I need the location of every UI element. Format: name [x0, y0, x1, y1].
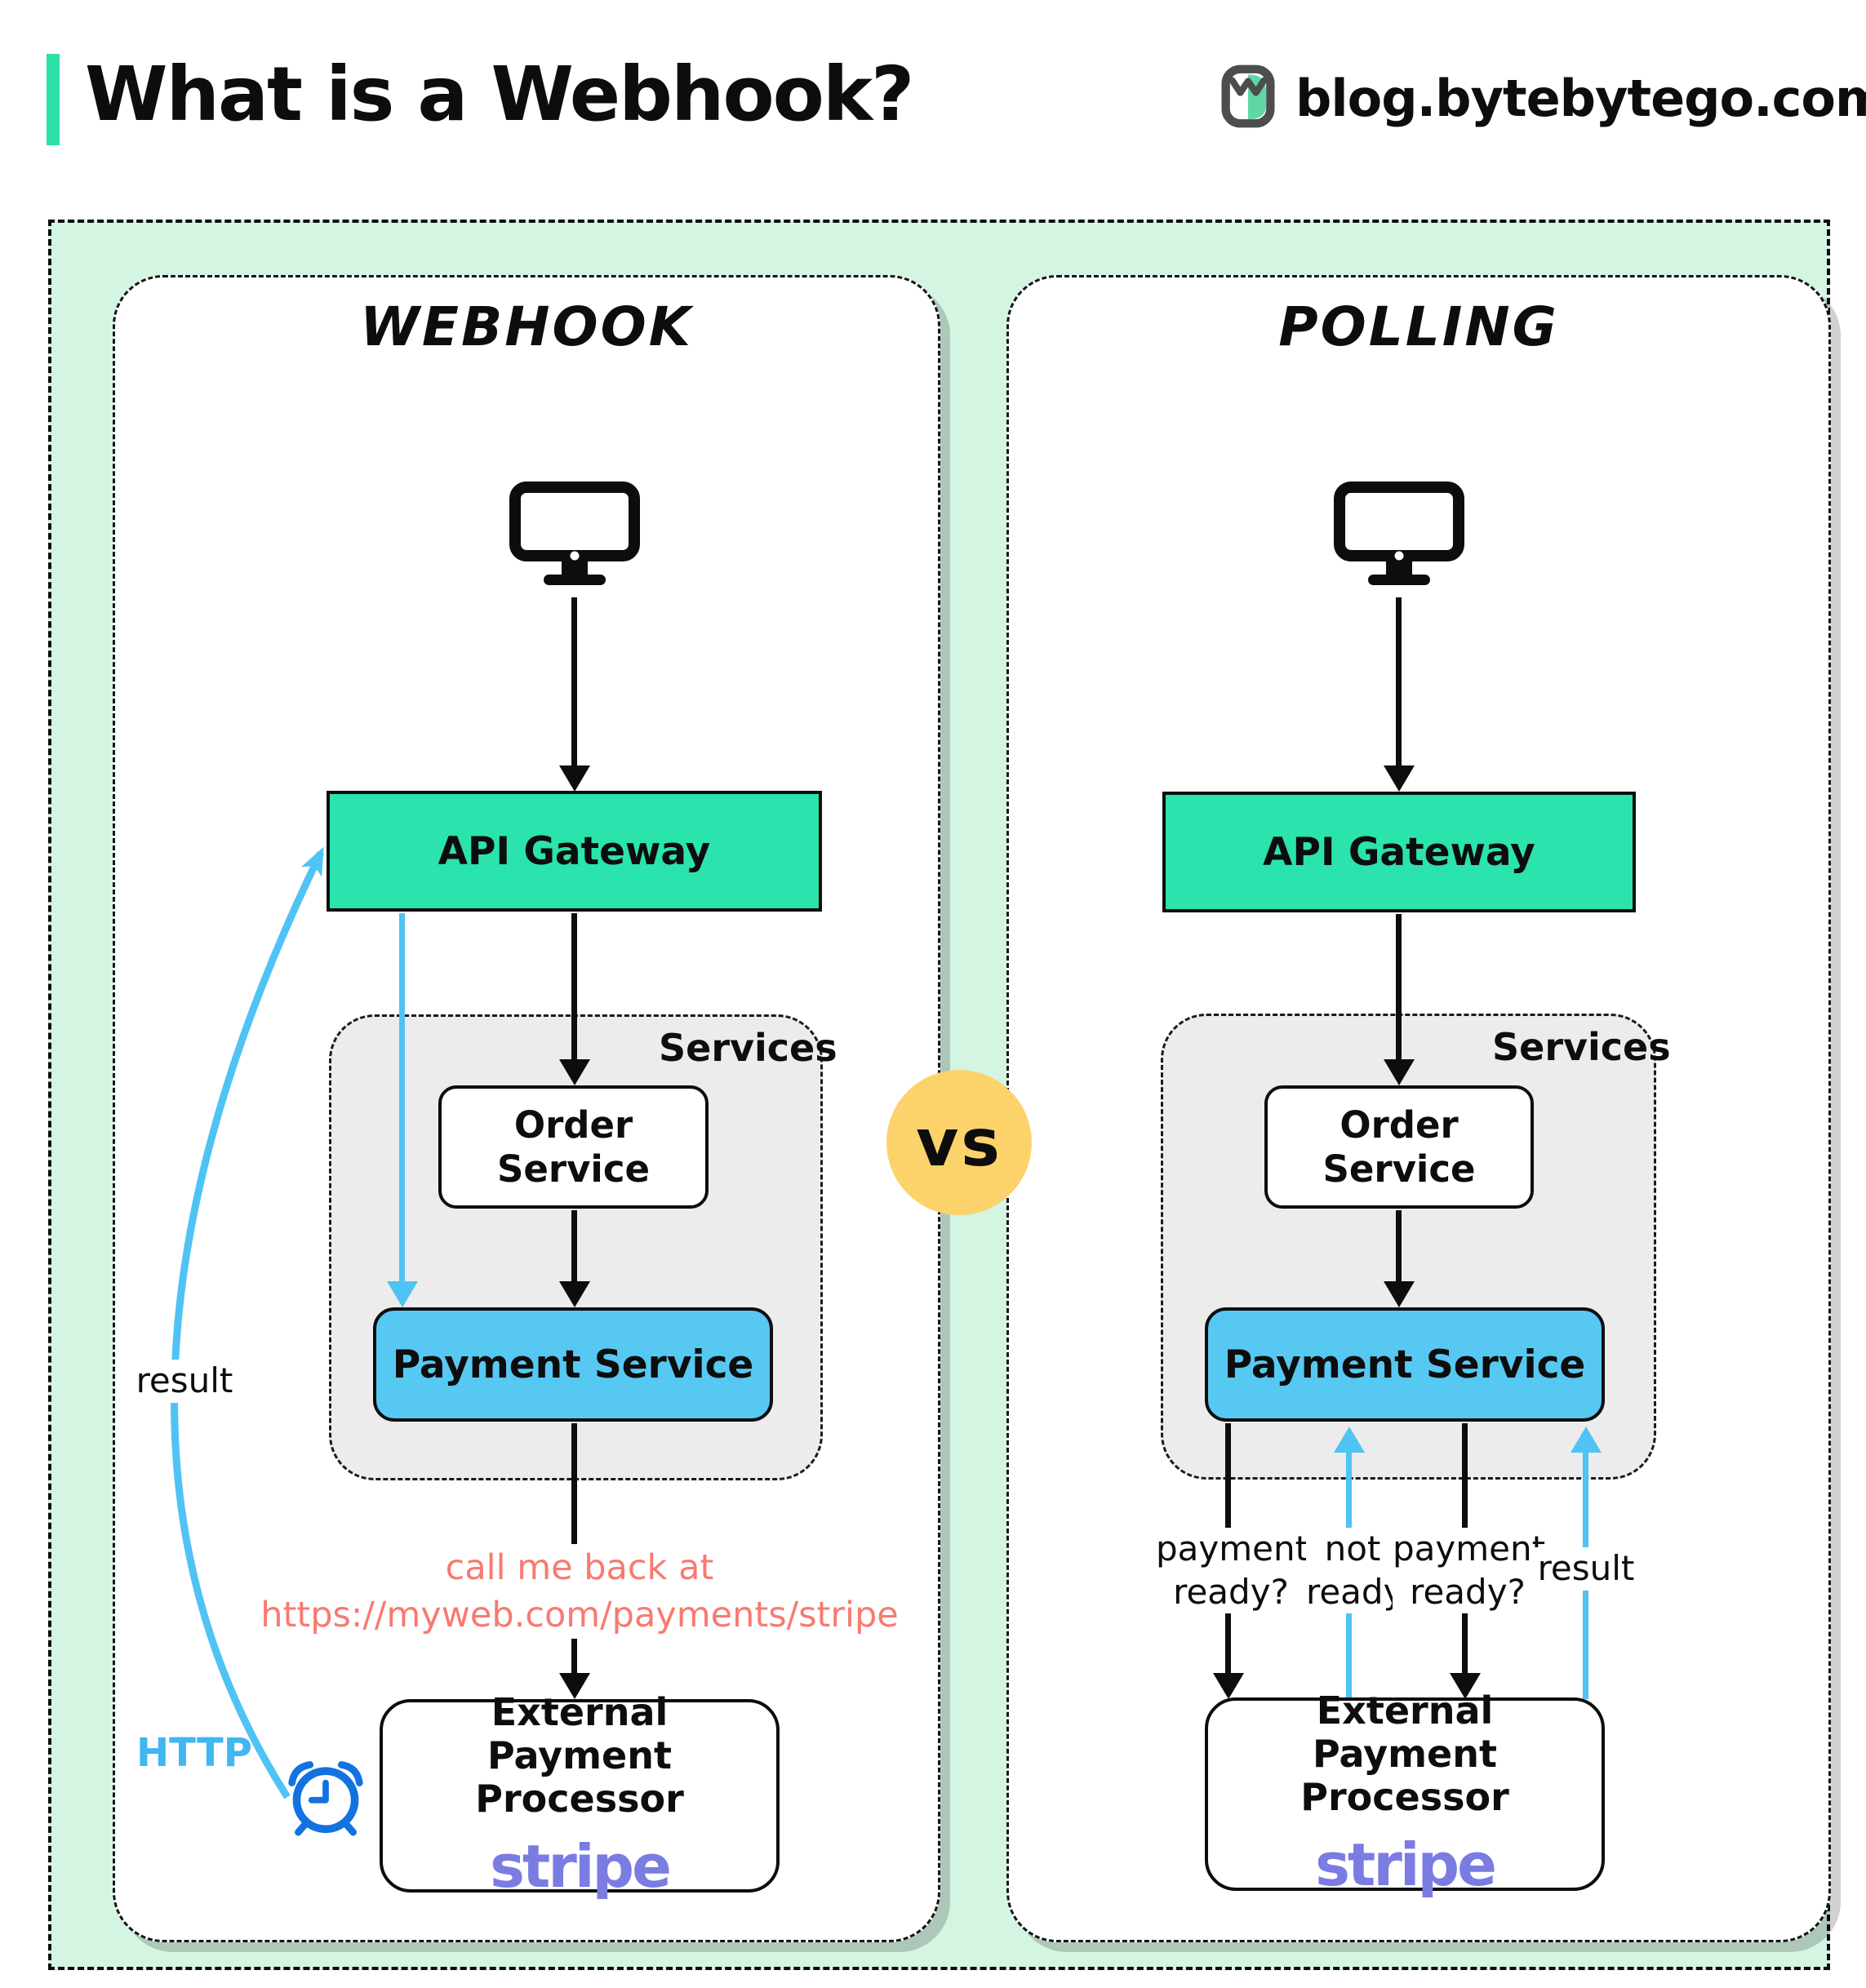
arrowhead-gateway-to-payment-webhook: [387, 1281, 418, 1307]
arrow-order-to-payment: [1396, 1210, 1402, 1282]
arrowhead-poll-request-1: [1213, 1673, 1244, 1699]
order-service-label-line1: Order: [513, 1103, 633, 1147]
alarm-clock-icon: [285, 1751, 367, 1841]
api-gateway-label: API Gateway: [438, 828, 711, 874]
order-service-box: Order Service: [1264, 1085, 1534, 1209]
vs-label: vs: [916, 1104, 1002, 1181]
payment-service-box: Payment Service: [373, 1307, 773, 1422]
comparison-board: Webhook API Gateway: [48, 220, 1831, 1970]
bytebytego-owl-icon: [1220, 64, 1276, 132]
arrowhead-poll-request-2: [1450, 1673, 1481, 1699]
computer-monitor-icon: [1334, 481, 1464, 592]
poll-label-line1: payment: [1156, 1529, 1309, 1569]
poll-label-payment-ready-2: payment ready?: [1393, 1528, 1546, 1613]
external-processor-box: External Payment Processor stripe: [380, 1690, 780, 1900]
callback-note-line1: call me back at: [445, 1547, 714, 1588]
arrowhead-order-to-payment: [559, 1281, 590, 1307]
poll-label-line1: not: [1324, 1529, 1381, 1569]
arrow-client-to-gateway: [1396, 597, 1402, 767]
order-service-label-line2: Service: [1322, 1147, 1476, 1191]
arrowhead-payment-to-external: [559, 1673, 590, 1699]
payment-service-box: Payment Service: [1205, 1307, 1605, 1422]
vs-badge: vs: [886, 1070, 1032, 1215]
poll-label-line1: payment: [1393, 1529, 1546, 1569]
poll-label-line2: ready?: [1173, 1571, 1289, 1612]
stripe-logo: stripe: [490, 1831, 672, 1901]
arrowhead-gateway-to-order: [1384, 1059, 1415, 1085]
site-url: blog.bytebytego.com: [1295, 68, 1866, 128]
result-label: result: [130, 1360, 239, 1403]
external-processor-box: External Payment Processor stripe: [1205, 1688, 1605, 1898]
arrowhead-client-to-gateway: [559, 765, 590, 792]
arrowhead-poll-reply-1: [1334, 1427, 1365, 1453]
arrow-gateway-to-order: [1396, 914, 1402, 1061]
arrowhead-gateway-to-order: [559, 1059, 590, 1085]
callback-note: call me back at https://myweb.com/paymen…: [253, 1544, 906, 1640]
poll-label-not-ready: not ready: [1306, 1528, 1404, 1613]
webhook-panel: Webhook API Gateway: [113, 275, 940, 1942]
external-processor-label-line1: External: [491, 1689, 669, 1734]
order-service-label-line2: Service: [496, 1147, 651, 1191]
stripe-logo: stripe: [1315, 1830, 1497, 1899]
poll-label-line2: ready: [1306, 1571, 1404, 1612]
api-gateway-box: API Gateway: [327, 791, 822, 912]
external-processor-label-line2: Payment Processor: [475, 1733, 684, 1822]
poll-label-line2: ready?: [1410, 1571, 1526, 1612]
arrow-order-to-payment: [571, 1210, 577, 1282]
services-group-label: Services: [659, 1026, 837, 1070]
external-processor-label-line2: Payment Processor: [1300, 1732, 1509, 1820]
arrow-client-to-gateway: [571, 597, 577, 767]
computer-monitor-icon: [509, 481, 640, 592]
services-group-label: Services: [1492, 1025, 1671, 1069]
poll-label-payment-ready-1: payment ready?: [1156, 1528, 1309, 1613]
order-service-box: Order Service: [438, 1085, 709, 1209]
http-label: HTTP: [136, 1730, 252, 1776]
payment-service-label: Payment Service: [1224, 1342, 1586, 1387]
title-accent-bar: [47, 54, 60, 145]
api-gateway-box: API Gateway: [1162, 792, 1636, 912]
arrowhead-order-to-payment: [1384, 1281, 1415, 1307]
order-service-label-line1: Order: [1340, 1103, 1459, 1147]
page-title: What is a Webhook?: [85, 51, 914, 138]
api-gateway-label: API Gateway: [1263, 829, 1535, 875]
callback-url: https://myweb.com/payments/stripe: [260, 1595, 899, 1636]
bytebytego-logo: blog.bytebytego.com: [1220, 64, 1866, 132]
webhook-panel-title: Webhook: [360, 295, 693, 358]
polling-panel-title: Polling: [1278, 295, 1559, 358]
poll-label-result: result: [1533, 1547, 1639, 1591]
payment-service-label: Payment Service: [392, 1342, 754, 1387]
external-processor-label-line1: External: [1316, 1688, 1494, 1733]
polling-panel: Polling API Gateway Services: [1006, 275, 1831, 1942]
arrowhead-poll-result: [1571, 1427, 1602, 1453]
arrow-gateway-to-payment-webhook: [399, 913, 405, 1283]
arrowhead-client-to-gateway: [1384, 765, 1415, 792]
arrow-gateway-to-order: [571, 913, 577, 1062]
